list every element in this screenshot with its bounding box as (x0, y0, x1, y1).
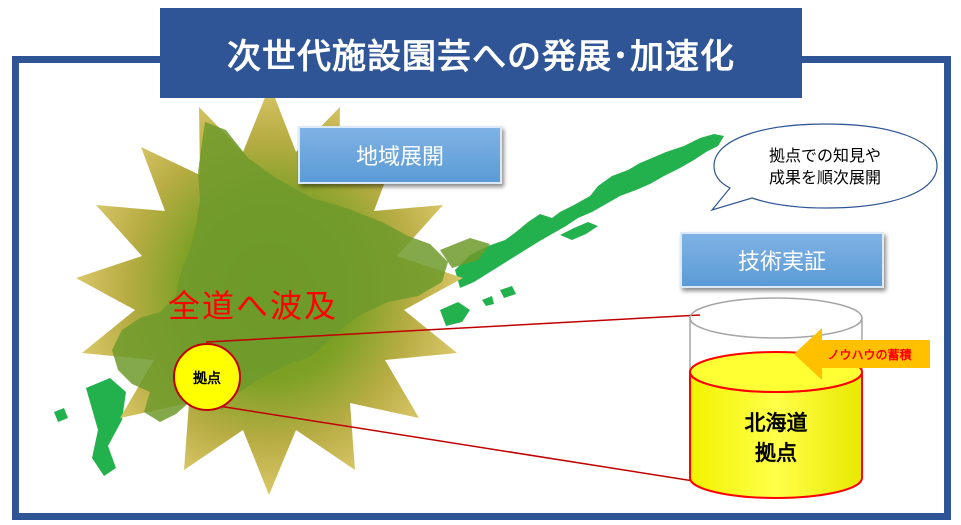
base-marker-label: 拠点 (193, 371, 221, 387)
knowhow-label: ノウハウの蓄積 (827, 347, 912, 362)
bubble-line-1: 拠点での知見や (768, 146, 881, 165)
connector-line-top (205, 314, 701, 343)
bubble-text: 拠点での知見や 成果を順次展開 (718, 128, 932, 206)
connector-line-bottom (205, 403, 701, 483)
page-title: 次世代施設園芸への発展･加速化 (160, 8, 802, 98)
cylinder-label: 北海道 拠点 (690, 408, 862, 468)
cylinder-line-1: 北海道 (744, 411, 808, 435)
accumulation-cylinder (689, 297, 863, 499)
cylinder-line-2: 拠点 (755, 441, 797, 465)
knowhow-arrow (794, 328, 930, 380)
island-chain (54, 134, 724, 476)
regional-expansion-label: 地域展開 (298, 126, 502, 184)
spread-statewide-text: 全道へ波及 (168, 287, 339, 325)
base-marker (173, 343, 241, 411)
bubble-line-2: 成果を順次展開 (768, 168, 881, 187)
cylinder-top (689, 297, 863, 339)
speech-bubble (710, 123, 938, 212)
hokkaido-east-tip (440, 238, 490, 268)
tech-demo-label: 技術実証 (680, 232, 884, 288)
